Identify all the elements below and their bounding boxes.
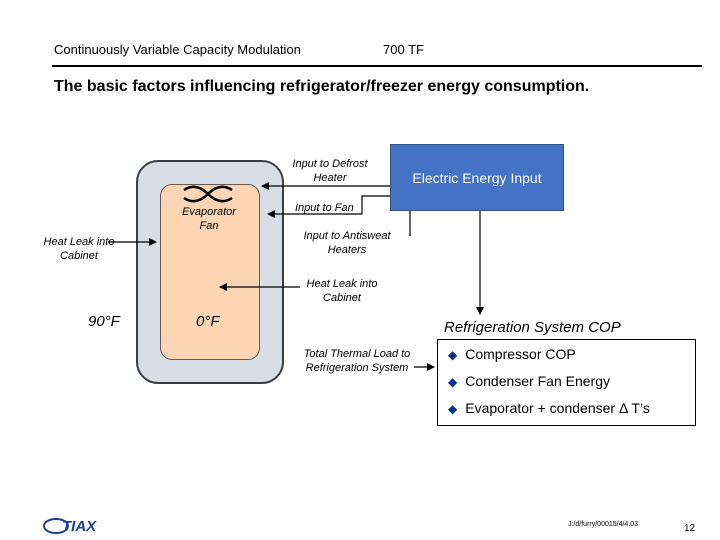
svg-text:TIAX: TIAX bbox=[62, 518, 97, 535]
header-rule bbox=[52, 65, 702, 67]
cabinet-interior bbox=[160, 184, 260, 360]
electric-energy-input-box: Electric Energy Input bbox=[390, 144, 564, 211]
outside-temperature: 90°F bbox=[88, 313, 120, 330]
cop-item: ◆Condenser Fan Energy bbox=[448, 373, 610, 389]
evaporator-fan-icon bbox=[183, 185, 233, 203]
slide-title: The basic factors influencing refrigerat… bbox=[54, 78, 590, 95]
electric-energy-input-label: Electric Energy Input bbox=[412, 169, 542, 186]
inside-temperature: 0°F bbox=[196, 313, 220, 330]
footer-reference: J:/d/furry/00015/4/4.03 bbox=[568, 521, 639, 528]
label-heat-leak-right: Heat Leak into Cabinet bbox=[306, 278, 378, 304]
diamond-bullet-icon: ◆ bbox=[448, 375, 458, 389]
label-total-thermal-load: Total Thermal Load to Refrigeration Syst… bbox=[303, 348, 411, 374]
cop-item: ◆Evaporator + condenser Δ T’s bbox=[448, 400, 650, 416]
cop-title: Refrigeration System COP bbox=[444, 319, 621, 336]
fan-input-arrow bbox=[267, 195, 390, 218]
label-heat-leak-left: Heat Leak into Cabinet bbox=[43, 236, 115, 262]
label-input-defrost-heater: Input to Defrost Heater bbox=[292, 158, 368, 184]
header-code: 700 TF bbox=[383, 42, 424, 57]
label-evaporator-fan: Evaporator Fan bbox=[182, 206, 236, 232]
tiax-logo: TIAX bbox=[43, 518, 97, 535]
header-subject: Continuously Variable Capacity Modulatio… bbox=[54, 42, 301, 57]
label-input-antisweat: Input to Antisweat Heaters bbox=[303, 230, 391, 256]
cop-list: ◆Compressor COP ◆Condenser Fan Energy ◆E… bbox=[437, 339, 696, 426]
diamond-bullet-icon: ◆ bbox=[448, 348, 458, 362]
label-input-to-fan: Input to Fan bbox=[295, 202, 354, 214]
diamond-bullet-icon: ◆ bbox=[448, 402, 458, 416]
page-number: 12 bbox=[684, 523, 696, 534]
cop-item: ◆Compressor COP bbox=[448, 346, 576, 362]
